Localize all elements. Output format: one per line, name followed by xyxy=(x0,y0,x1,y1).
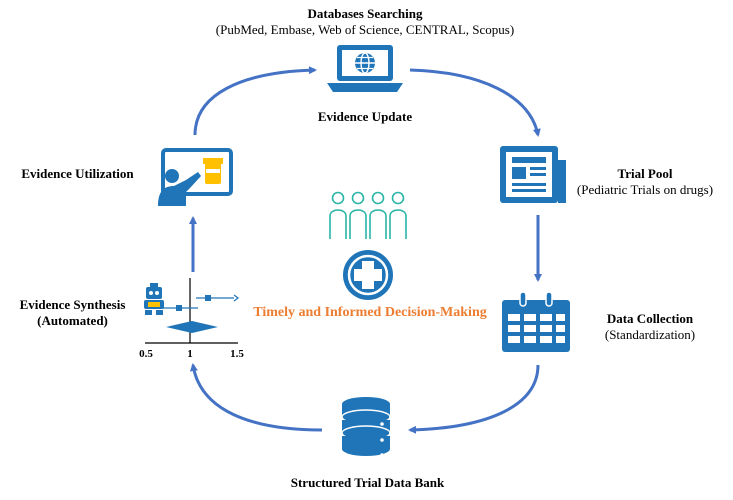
pool-subtitle: (Pediatric Trials on drugs) xyxy=(576,182,714,198)
search-title: Databases Searching xyxy=(307,6,423,21)
laptop-globe-icon xyxy=(327,45,403,92)
bank-title: Structured Trial Data Bank xyxy=(290,475,445,490)
arrow-bank-to-synthesis xyxy=(189,363,323,432)
arrow-utilization-to-update xyxy=(193,66,317,136)
newspaper-icon xyxy=(500,146,566,203)
center-decision-text: Timely and Informed Decision-Making xyxy=(253,305,487,320)
synthesis-subtitle: (Automated) xyxy=(37,313,108,329)
search-subtitle: (PubMed, Embase, Web of Science, CENTRAL… xyxy=(215,22,515,38)
presenter-board-icon xyxy=(158,148,233,206)
database-icon xyxy=(341,397,391,457)
team-people-icon xyxy=(329,191,407,239)
pool-title: Trial Pool xyxy=(617,166,673,181)
synthesis-title: Evidence Synthesis xyxy=(19,297,126,312)
forest-tick-0: 0.5 xyxy=(139,348,153,360)
forest-tick-1: 1 xyxy=(187,348,193,360)
forest-plot xyxy=(145,278,239,344)
medical-cross-icon xyxy=(343,250,393,300)
update-title: Evidence Update xyxy=(317,109,413,124)
collection-title: Data Collection xyxy=(606,311,694,326)
forest-tick-2: 1.5 xyxy=(230,348,244,360)
collection-subtitle: (Standardization) xyxy=(604,327,696,343)
robot-icon xyxy=(144,283,164,315)
utilization-title: Evidence Utilization xyxy=(21,166,134,181)
arrow-update-to-pool xyxy=(409,68,541,137)
arrow-collection-to-bank xyxy=(408,364,540,434)
calendar-icon xyxy=(502,291,570,352)
